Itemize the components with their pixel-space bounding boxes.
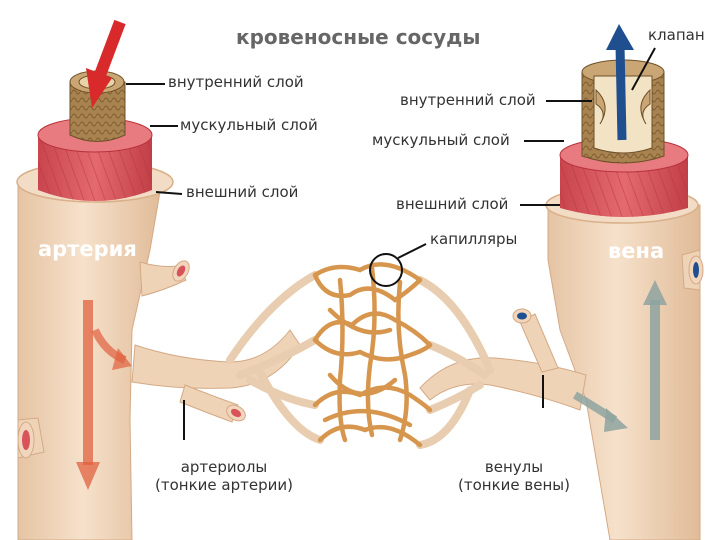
artery-flow-arrows xyxy=(76,300,132,490)
capillary-highlight-circle xyxy=(369,253,403,287)
vein-outflow-arrow-icon xyxy=(606,24,634,141)
arteriole-branches xyxy=(226,271,324,444)
vein-flow-arrows xyxy=(572,280,667,440)
artery-inflow-arrow-icon xyxy=(86,19,126,108)
label-arterioles-note: (тонкие артерии) xyxy=(155,476,293,494)
label-vein: вена xyxy=(608,239,665,263)
label-arterioles: артериолы (тонкие артерии) xyxy=(146,458,302,494)
valve-flap-left xyxy=(595,88,606,125)
label-arterioles-name: артериолы xyxy=(180,458,268,476)
capillary-network xyxy=(312,262,433,448)
label-artery-outer-layer: внешний слой xyxy=(186,183,299,201)
label-venules-note: (тонкие вены) xyxy=(458,476,570,494)
label-vein-inner-layer: внутренний слой xyxy=(400,91,536,109)
label-venules-name: венулы xyxy=(484,458,544,476)
label-vein-muscle-layer: мускульный слой xyxy=(372,131,510,149)
diagram-title: кровеносные сосуды xyxy=(236,25,481,49)
leader-lines xyxy=(126,47,656,440)
label-artery-muscle-layer: мускульный слой xyxy=(180,116,318,134)
label-artery: артерия xyxy=(38,237,137,261)
label-artery-inner-layer: внутренний слой xyxy=(168,73,304,91)
label-capillaries: капилляры xyxy=(430,230,518,248)
label-venules: венулы (тонкие вены) xyxy=(452,458,576,494)
label-vein-outer-layer: внешний слой xyxy=(396,195,509,213)
venule-branches xyxy=(416,276,494,449)
valve-flap-right xyxy=(640,88,651,125)
label-valve: клапан xyxy=(648,26,705,44)
